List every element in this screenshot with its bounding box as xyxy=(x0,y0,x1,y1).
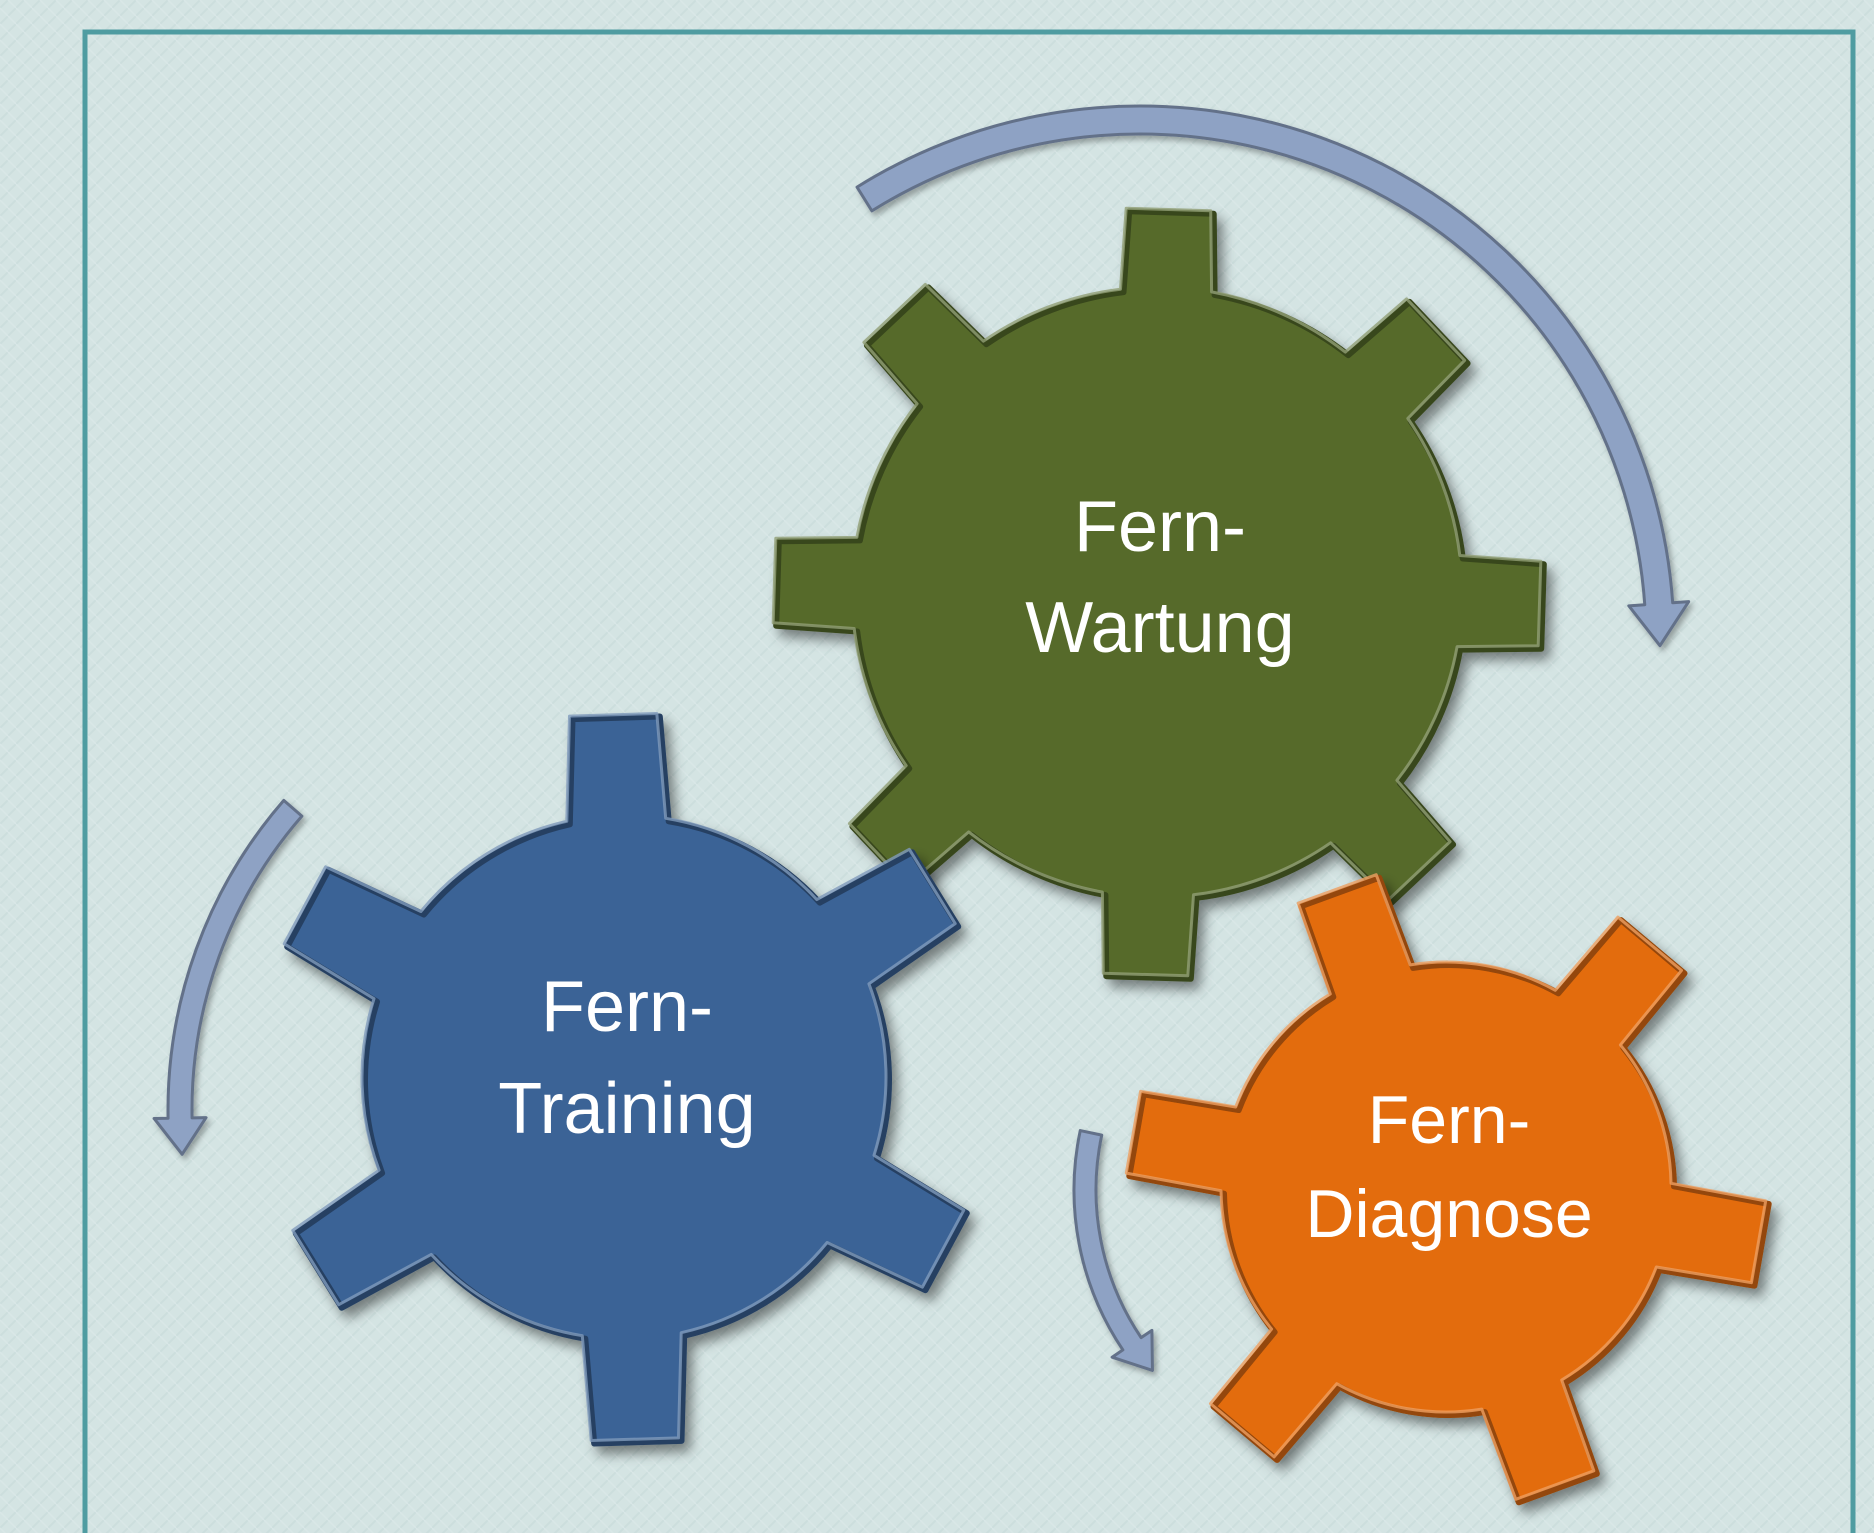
gear-diagnose-label: Fern- Diagnose xyxy=(1305,1082,1592,1252)
gear-training xyxy=(282,712,970,1447)
arrows-layer xyxy=(152,104,1691,1372)
gear-wartung-label-line1: Fern- xyxy=(1074,487,1246,567)
gear-training-label-line1: Fern- xyxy=(541,967,713,1047)
arrow-left-of-diagnose xyxy=(1072,1129,1154,1372)
gear-diagnose-body xyxy=(1126,874,1772,1506)
gears-layer xyxy=(282,206,1772,1506)
gear-wartung-bevel xyxy=(771,206,1543,978)
gear-diagnose xyxy=(1124,873,1772,1506)
frame-border xyxy=(82,29,1856,1533)
gear-wartung-label-line2: Wartung xyxy=(1025,588,1294,668)
arrow-around-wartung xyxy=(855,104,1691,648)
gear-training-label: Fern- Training xyxy=(498,967,755,1149)
gear-training-body xyxy=(284,713,970,1447)
gear-wartung-label: Fern- Wartung xyxy=(1025,487,1294,668)
gear-diagnose-bevel xyxy=(1124,873,1768,1501)
arrow-left-of-training xyxy=(152,798,304,1156)
gear-training-bevel xyxy=(282,712,966,1442)
gear-diagnose-label-line2: Diagnose xyxy=(1305,1176,1592,1252)
gear-wartung xyxy=(771,206,1547,982)
gear-diagnose-label-line1: Fern- xyxy=(1368,1082,1530,1158)
gear-training-label-line2: Training xyxy=(498,1069,755,1149)
